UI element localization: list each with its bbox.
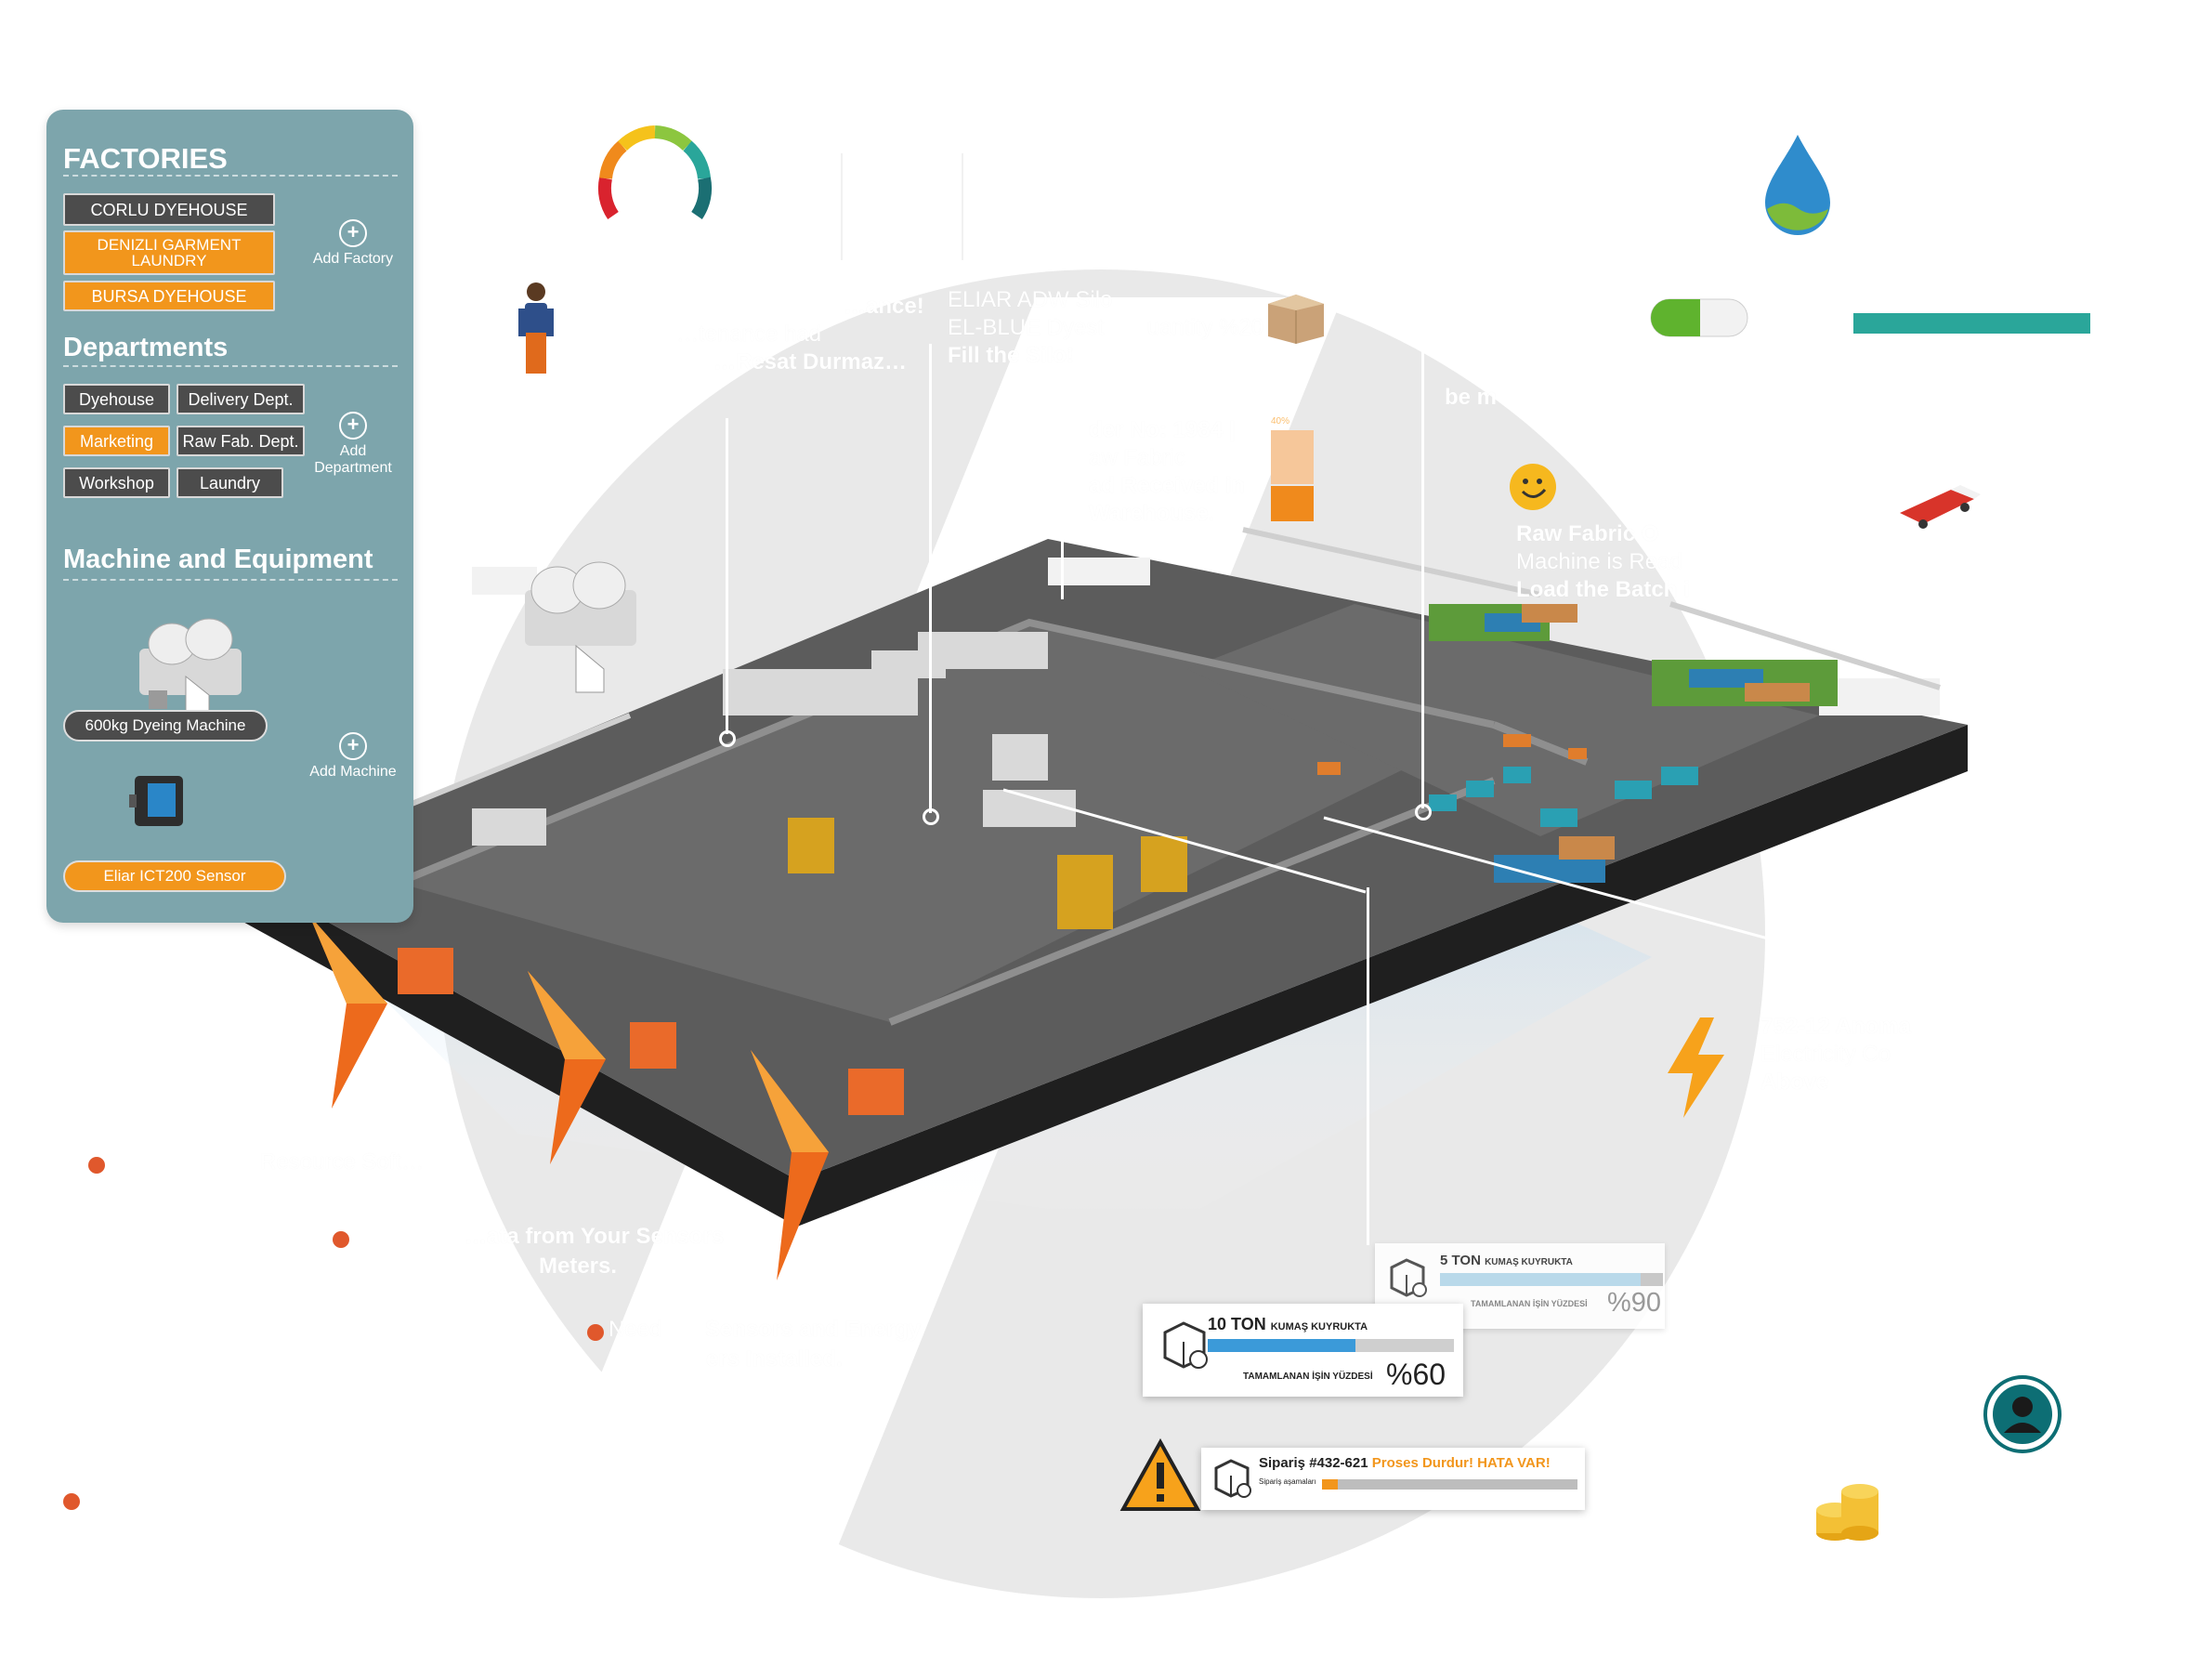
leader-line [929, 344, 932, 813]
progress-fill [1440, 1273, 1641, 1286]
anomaly-annotation: 752-12 Anoma Electricity Co Above [1760, 1014, 1911, 1095]
leader-line [1421, 344, 1424, 808]
leader-line [1061, 520, 1064, 599]
box-icon [1268, 295, 1324, 344]
machine-600kg-label[interactable]: 600kg Dyeing Machine [63, 710, 268, 742]
bullet-text-3: Meters. [539, 1254, 618, 1279]
package-icon [1390, 1258, 1427, 1297]
queue-caption: TAMAMLANAN İŞİN YÜZDESİ [1471, 1299, 1588, 1308]
progress-fill [1322, 1479, 1338, 1490]
sensor-ict200-label[interactable]: Eliar ICT200 Sensor [63, 860, 286, 892]
order-percent: 40% [1271, 416, 1290, 427]
chevron-marker-icon [309, 915, 387, 1109]
dept-delivery-button[interactable]: Delivery Dept. [177, 384, 305, 414]
order-caption: Sipariş aşamaları [1259, 1477, 1316, 1486]
truck-icon [1900, 485, 1981, 529]
queue-title: 5 TON KUMAŞ KUYRUKTA [1440, 1253, 1573, 1268]
maintenance-annotation: …ance! …tenance had …Resat Durmaz… [676, 294, 924, 374]
order-annotation: der No: 1984 | aw Fabric ad Received in … [1089, 417, 1246, 526]
progress-track [1322, 1479, 1577, 1490]
dept-raw-fabric-button[interactable]: Raw Fab. Dept. [177, 426, 305, 456]
order-title: Sipariş #432-621 Proses Durdur! HATA VAR… [1259, 1455, 1551, 1471]
factory-denizli-button[interactable]: DENIZLI GARMENT LAUNDRY [63, 230, 275, 275]
plus-icon: + [339, 732, 367, 760]
factory-bursa-button[interactable]: BURSA DYEHOUSE [63, 281, 275, 311]
lightning-icon [1668, 1017, 1724, 1118]
add-factory-label: Add Factory [312, 251, 394, 267]
add-factory-button[interactable]: + Add Factory [302, 219, 404, 268]
order-error-card[interactable]: Sipariş #432-621 Proses Durdur! HATA VAR… [1201, 1448, 1585, 1510]
silo-annotation: ELIAR ADW Silo EL-BLUE Dyest uantity %20… [948, 287, 1264, 368]
floating-machine-icon [525, 561, 636, 693]
bullet-dot [333, 1231, 349, 1248]
dept-dyehouse-button[interactable]: Dyehouse [63, 384, 170, 414]
leader-line [726, 418, 728, 734]
leader-line [1367, 887, 1369, 1245]
machines-title: Machine and Equipment [63, 545, 373, 574]
dyeing-machine-icon[interactable] [121, 593, 269, 723]
departments-title: Departments [63, 333, 229, 362]
add-department-label: Add Department [314, 443, 392, 476]
marker-dot [719, 730, 736, 747]
user-icon [1993, 1385, 2052, 1444]
progress-track [1440, 1273, 1663, 1286]
pill-icon [1650, 298, 1748, 337]
sidebar: FACTORIES CORLU DYEHOUSE DENIZLI GARMENT… [46, 110, 413, 923]
package-icon [1163, 1321, 1208, 1369]
factories-title: FACTORIES [63, 142, 228, 175]
dept-laundry-button[interactable]: Laundry [177, 467, 283, 498]
progress-fill [1208, 1339, 1355, 1352]
sensor-device-icon[interactable] [125, 772, 190, 828]
bullet-text-4: Need Sensors and Energy [609, 1317, 922, 1342]
queue-card-10ton[interactable]: 10 TON KUMAŞ KUYRUKTA TAMAMLANAN İŞİN YÜ… [1143, 1304, 1463, 1397]
queue-percent: %60 [1386, 1358, 1446, 1391]
header-divider [962, 153, 963, 260]
dept-workshop-button[interactable]: Workshop [63, 467, 170, 498]
leader-line [1819, 952, 1822, 980]
header-divider [841, 153, 843, 260]
avatar[interactable] [1983, 1375, 2061, 1453]
queue-title: 10 TON KUMAŞ KUYRUKTA [1208, 1315, 1368, 1333]
factory-floor-3d [240, 527, 1968, 1227]
smiley-icon [1510, 464, 1556, 510]
add-machine-button[interactable]: + Add Machine [302, 732, 404, 781]
chevron-marker-icon [528, 971, 606, 1164]
bullet-dot [587, 1324, 604, 1341]
gauge-icon [597, 125, 713, 219]
add-machine-label: Add Machine [309, 764, 397, 780]
queue-percent: %90 [1607, 1288, 1662, 1318]
water-drop-icon [1765, 135, 1830, 235]
bullet-dot [63, 1493, 80, 1510]
fill-grid-icon [1271, 430, 1314, 521]
queue-caption: TAMAMLANAN İŞİN YÜZDESİ [1243, 1372, 1373, 1382]
marker-dot [1415, 804, 1432, 820]
bullet-text-1: Resource Soft… [260, 1149, 425, 1175]
stray-annotation: be m [1445, 385, 1498, 410]
warning-icon [1119, 1438, 1201, 1511]
dept-marketing-button[interactable]: Marketing [63, 426, 170, 456]
add-department-button[interactable]: + Add Department [302, 412, 404, 477]
leader-lines-svg [1003, 788, 1820, 954]
level-bar [1853, 313, 2090, 334]
divider [63, 579, 398, 581]
plus-icon: + [339, 219, 367, 247]
progress-track [1208, 1339, 1454, 1352]
package-icon [1214, 1459, 1251, 1498]
raw-fabric-annotation: Raw Fabric O Machine is Read Load the Ba… [1516, 521, 1690, 602]
chevron-marker-icon [751, 1050, 829, 1280]
coins-icon [1816, 1484, 1878, 1541]
divider [63, 175, 398, 177]
factory-corlu-button[interactable]: CORLU DYEHOUSE [63, 193, 275, 226]
bullet-text-5: ers Installed. [706, 1346, 843, 1372]
bullet-dot [88, 1157, 105, 1174]
plus-icon: + [339, 412, 367, 440]
marker-dot [923, 808, 939, 825]
bullet-text-2: …ata from Your Sensors [465, 1224, 725, 1249]
divider [63, 365, 398, 367]
worker-icon [518, 282, 554, 374]
